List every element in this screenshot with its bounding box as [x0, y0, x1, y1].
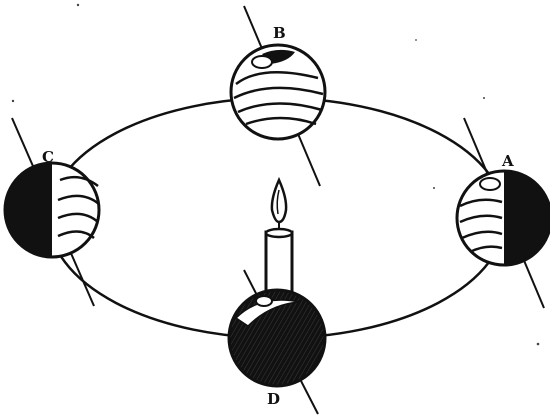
globe-c [5, 118, 99, 306]
label-a: A [501, 152, 514, 170]
candle-flame [272, 180, 286, 222]
candle-icon [266, 180, 292, 294]
label-d: D [267, 390, 280, 408]
label-b: B [273, 24, 286, 42]
label-c: C [42, 148, 54, 166]
